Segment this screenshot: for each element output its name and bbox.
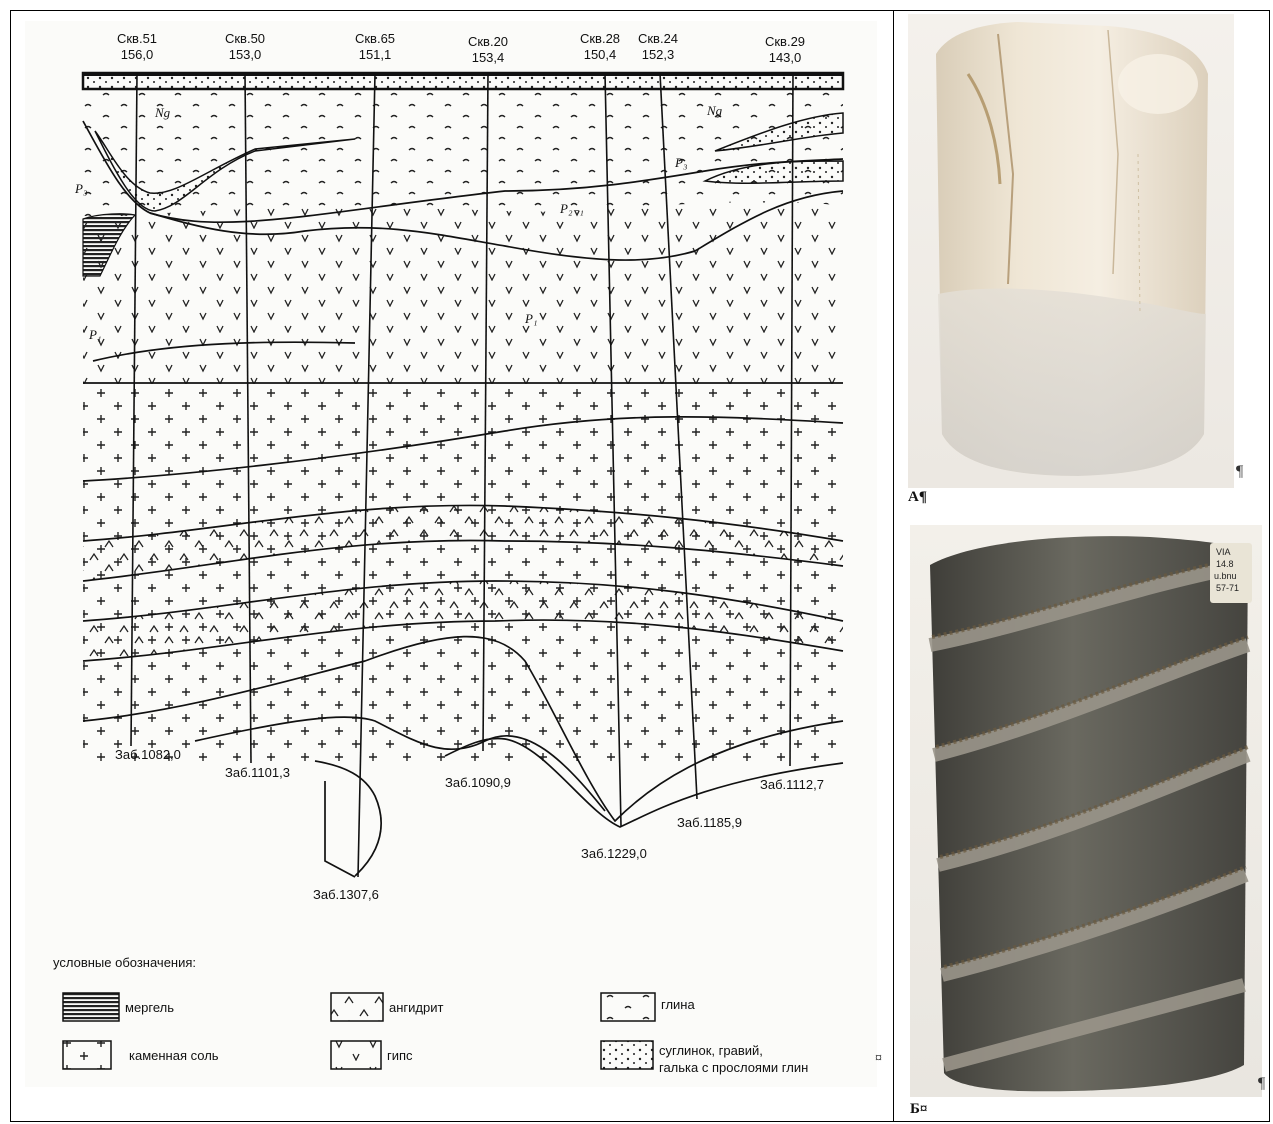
label-p3-right: P₃ — [674, 155, 687, 170]
well-51-elevation: 156,0 — [121, 47, 154, 62]
well-20-elevation: 153,4 — [472, 50, 505, 65]
bottom-51: Заб.1082,0 — [115, 747, 181, 762]
bottom-28: Заб.1229,0 — [581, 846, 647, 861]
cross-section-cell: Скв.51 156,0 Скв.50 153,0 Скв.65 151,1 С… — [11, 11, 893, 1121]
well-24-elevation: 152,3 — [642, 47, 675, 62]
photo-a-caption: А¶ — [908, 489, 927, 506]
label-p2-mid: P₂₋₁ — [559, 201, 584, 216]
well-50-name: Скв.50 — [225, 31, 265, 46]
bottom-65: Заб.1307,6 — [313, 887, 379, 902]
label-ng-right: Ng — [706, 103, 723, 118]
sample-label-line-2: 14.8 — [1216, 559, 1234, 569]
label-p1-left: P₁ — [88, 327, 101, 342]
label-p1-mid: P₁ — [524, 311, 537, 326]
legend-swatch-anhydrite — [331, 993, 383, 1021]
well-29-name: Скв.29 — [765, 34, 805, 49]
label-ng-left: Ng — [154, 105, 171, 120]
legend-label-clay: глина — [661, 997, 695, 1012]
well-28-name: Скв.28 — [580, 31, 620, 46]
photo-b-spiral-core: VIA 14.8 u.bnu 57-71 — [910, 525, 1262, 1097]
photo-a-halite-core — [908, 14, 1234, 488]
well-28-elevation: 150,4 — [584, 47, 617, 62]
label-p3-left: P₃ — [74, 181, 87, 196]
legend-label-loam-1: суглинок, гравий, — [659, 1043, 763, 1058]
well-51-name: Скв.51 — [117, 31, 157, 46]
legend-swatch-clay — [601, 993, 655, 1021]
sample-label-line-3: u.bnu — [1214, 571, 1237, 581]
legend-label-marl: мергель — [125, 1000, 174, 1015]
document-table: Скв.51 156,0 Скв.50 153,0 Скв.65 151,1 С… — [10, 10, 1270, 1122]
legend-swatch-marl — [63, 993, 119, 1021]
photo-b-caption: Б¤ — [910, 1101, 927, 1118]
well-50-elevation: 153,0 — [229, 47, 262, 62]
legend-label-rock-salt: каменная соль — [129, 1048, 219, 1063]
photo-b-pilcrow: ¶ — [1258, 1075, 1265, 1093]
bottom-20: Заб.1090,9 — [445, 775, 511, 790]
photos-cell: А¶ ¶ — [894, 11, 1271, 1121]
well-29-elevation: 143,0 — [769, 50, 802, 65]
legend-label-anhydrite: ангидрит — [389, 1000, 443, 1015]
legend-title: условные обозначения: — [53, 955, 196, 970]
well-65-elevation: 151,1 — [359, 47, 392, 62]
well-20-name: Скв.20 — [468, 34, 508, 49]
well-24-name: Скв.24 — [638, 31, 678, 46]
well-65-name: Скв.65 — [355, 31, 395, 46]
legend-label-loam-2: галька с прослоями глин — [659, 1060, 808, 1075]
sample-label-line-4: 57-71 — [1216, 583, 1239, 593]
photo-a-pilcrow: ¶ — [1236, 463, 1243, 481]
bottom-50: Заб.1101,3 — [225, 765, 290, 780]
bottom-24: Заб.1185,9 — [677, 815, 742, 830]
bottom-29: Заб.1112,7 — [760, 777, 824, 792]
legend-label-gypsum: гипс — [387, 1048, 413, 1063]
legend-swatch-loam — [601, 1041, 653, 1069]
legend-swatch-gypsum — [331, 1041, 381, 1069]
legend-swatch-rock-salt — [63, 1041, 111, 1069]
cell-end-mark: ¤ — [875, 1051, 882, 1067]
sample-label-line-1: VIA — [1216, 547, 1231, 557]
geological-cross-section: Скв.51 156,0 Скв.50 153,0 Скв.65 151,1 С… — [25, 21, 877, 1087]
